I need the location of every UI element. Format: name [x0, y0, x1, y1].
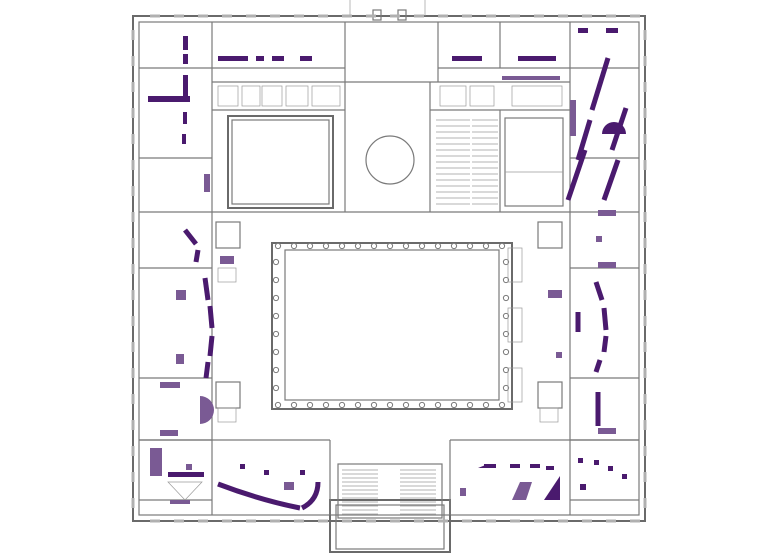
rotunda: [365, 135, 415, 185]
exhibit-markings: [148, 28, 629, 511]
bottom-rooms: [139, 439, 639, 519]
outer-walls: [132, 0, 646, 553]
central-block: [212, 82, 570, 213]
side-wings: [139, 157, 639, 441]
entrance-staircase: [337, 463, 443, 519]
courtyard: [271, 242, 523, 410]
window-ticks: [131, 14, 647, 523]
staircase: [436, 119, 498, 205]
